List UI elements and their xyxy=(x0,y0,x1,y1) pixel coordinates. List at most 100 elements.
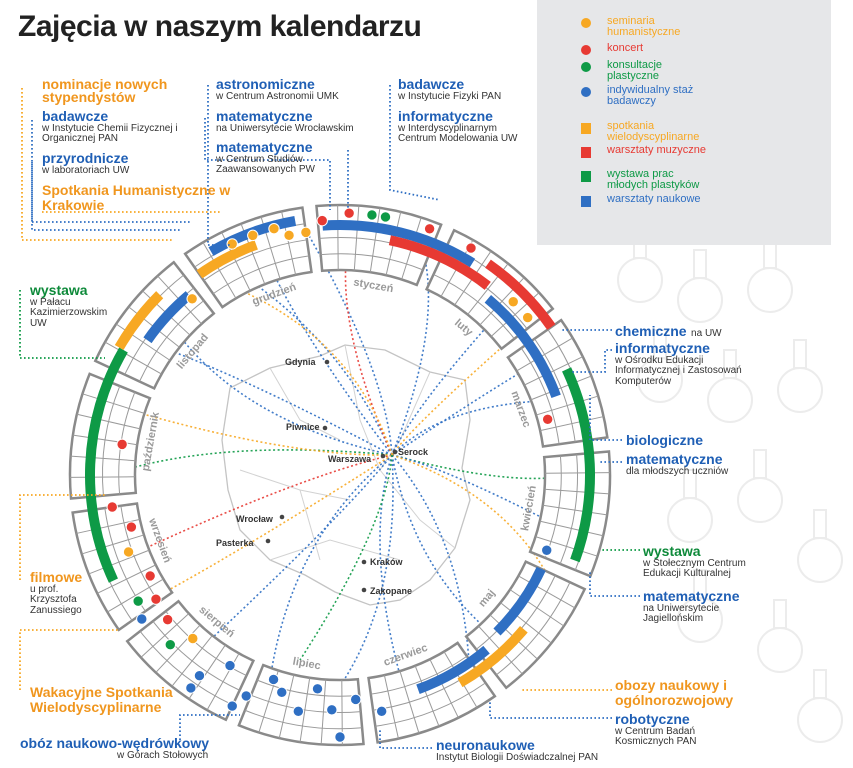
legend-square-icon xyxy=(581,147,591,158)
label-mat-pw: matematyczne w Centrum Studiów Zaawansow… xyxy=(216,140,326,176)
label-robotyczne: robotyczne w Centrum Badań Kosmicznych P… xyxy=(615,712,715,748)
connector-line xyxy=(119,454,393,561)
leader-line xyxy=(179,714,240,740)
event-dot xyxy=(423,223,436,235)
connector-line xyxy=(139,339,393,456)
legend-square-icon xyxy=(581,196,591,207)
legend-text: seminaria humanistyczne xyxy=(607,15,681,38)
legend-square-icon xyxy=(581,123,591,134)
event-dot xyxy=(186,293,198,305)
event-dot xyxy=(349,693,362,706)
region-border xyxy=(269,539,401,561)
event-dot xyxy=(276,686,288,699)
month-grid-spoke xyxy=(535,536,598,557)
event-bar xyxy=(484,294,561,399)
month-label-0: styczeń xyxy=(352,276,394,295)
label-subtitle: w Instytucie Chemii Fizycznej i Organicz… xyxy=(42,122,178,145)
label-title: robotyczne xyxy=(615,711,690,727)
event-bar xyxy=(416,645,490,694)
event-dot xyxy=(268,222,280,235)
month-label-6: lipiec xyxy=(292,656,322,673)
background-flask-icon xyxy=(747,267,793,313)
month-grid-spoke xyxy=(429,659,459,718)
label-title: matematyczne xyxy=(643,588,740,604)
event-dot xyxy=(226,238,238,250)
label-astronomiczne: astronomiczne w Centrum Astronomii UMK xyxy=(216,77,339,102)
city-markers xyxy=(265,359,398,593)
connector-line xyxy=(209,454,393,641)
connector-line xyxy=(174,329,393,456)
legend-text: spotkania wielodyscyplinarne xyxy=(607,120,700,143)
label-wystawa-palac: wystawa w Pałacu Kazimierzowskim UW xyxy=(30,283,125,329)
label-informatyczne-oeiizk: informatyczne w Ośrodku Edukacji Informa… xyxy=(615,341,745,387)
event-dot xyxy=(334,731,346,743)
event-dot xyxy=(326,704,338,716)
label-badawcze-ifpan: badawcze w Instytucie Fizyki PAN xyxy=(398,77,501,102)
leader-line xyxy=(204,118,331,210)
label-przyrodnicze: przyrodnicze w laboratoriach UW xyxy=(42,151,129,176)
event-dot xyxy=(316,214,328,227)
label-title: wystawa xyxy=(643,543,701,559)
city-label-warszawa: Warszawa xyxy=(328,454,372,464)
label-subtitle: na Uniwersytecie Wrocławskim xyxy=(216,122,354,134)
month-label-3: kwiecień xyxy=(519,484,539,532)
city-label-pasterka: Pasterka xyxy=(216,538,254,548)
event-bar xyxy=(457,626,528,688)
region-border xyxy=(299,489,321,561)
background-flask-icon xyxy=(737,477,783,523)
month-grid-spoke xyxy=(88,549,150,575)
label-title: wystawa xyxy=(30,282,88,298)
connector-line xyxy=(391,339,511,456)
label-biologiczne: biologiczne xyxy=(626,433,703,448)
event-dot xyxy=(267,673,280,686)
legend-text: warsztaty naukowe xyxy=(607,193,701,205)
event-dot xyxy=(541,544,553,556)
label-title: neuronaukowe xyxy=(436,737,535,753)
month-block xyxy=(183,206,313,309)
event-dot xyxy=(507,296,519,308)
month-grid-spoke xyxy=(516,337,573,372)
background-flask-icon xyxy=(617,257,663,303)
label-wakacyjne: Wakacyjne Spotkania Wielodyscyplinarne xyxy=(30,685,200,715)
label-title: obóz naukowo-wędrówkowy xyxy=(20,735,210,751)
background-flask-icon xyxy=(813,509,827,539)
legend-item: seminaria humanistyczne xyxy=(581,15,707,38)
month-grid-spoke xyxy=(509,589,565,627)
event-dot xyxy=(125,521,138,533)
legend-text: indywidualny staż badawczy xyxy=(607,84,694,107)
city-dot xyxy=(361,587,367,593)
label-mat-uj: matematyczne na Uniwersytecie Jagiellońs… xyxy=(643,589,768,625)
label-title: informatyczne xyxy=(615,340,710,356)
event-dot xyxy=(132,595,144,607)
label-title: matematyczne xyxy=(216,108,313,124)
month-grid-spoke xyxy=(82,393,145,414)
label-subtitle: dla młodszych uczniów xyxy=(626,465,729,477)
background-flask-icon xyxy=(757,627,803,673)
region-border xyxy=(379,371,431,471)
month-grid-spoke xyxy=(544,488,610,495)
month-grid-spoke xyxy=(500,602,552,644)
event-dot xyxy=(521,311,534,324)
background-flask-icon xyxy=(793,339,807,369)
leader-line xyxy=(19,290,105,359)
connector-line xyxy=(391,454,586,541)
event-dot xyxy=(375,705,388,718)
event-dot xyxy=(187,632,199,645)
legend-item: konsultacje plastyczne xyxy=(581,60,707,82)
month-grid-spoke xyxy=(530,375,592,401)
leader-line xyxy=(19,629,120,690)
label-title: Spotkania Humanistyczne w Krakowie xyxy=(42,182,231,213)
legend-dot-icon xyxy=(581,87,591,97)
city-dot xyxy=(279,514,285,520)
background-flask-icon xyxy=(753,449,767,479)
label-nominacje: nominacje nowych stypendystów xyxy=(42,77,174,104)
label-title: matematyczne xyxy=(216,139,313,155)
label-subtitle: w Ośrodku Edukacji Informatycznej i Zast… xyxy=(615,354,742,387)
background-flask-icon xyxy=(677,277,723,323)
label-title: Wakacyjne Spotkania Wielodyscyplinarne xyxy=(30,684,173,715)
connector-line xyxy=(391,454,561,601)
label-title: badawcze xyxy=(42,108,109,124)
background-flask-icon xyxy=(693,569,707,599)
label-subtitle: w Górach Stołowych xyxy=(117,749,209,761)
month-grid-spoke xyxy=(104,341,162,375)
